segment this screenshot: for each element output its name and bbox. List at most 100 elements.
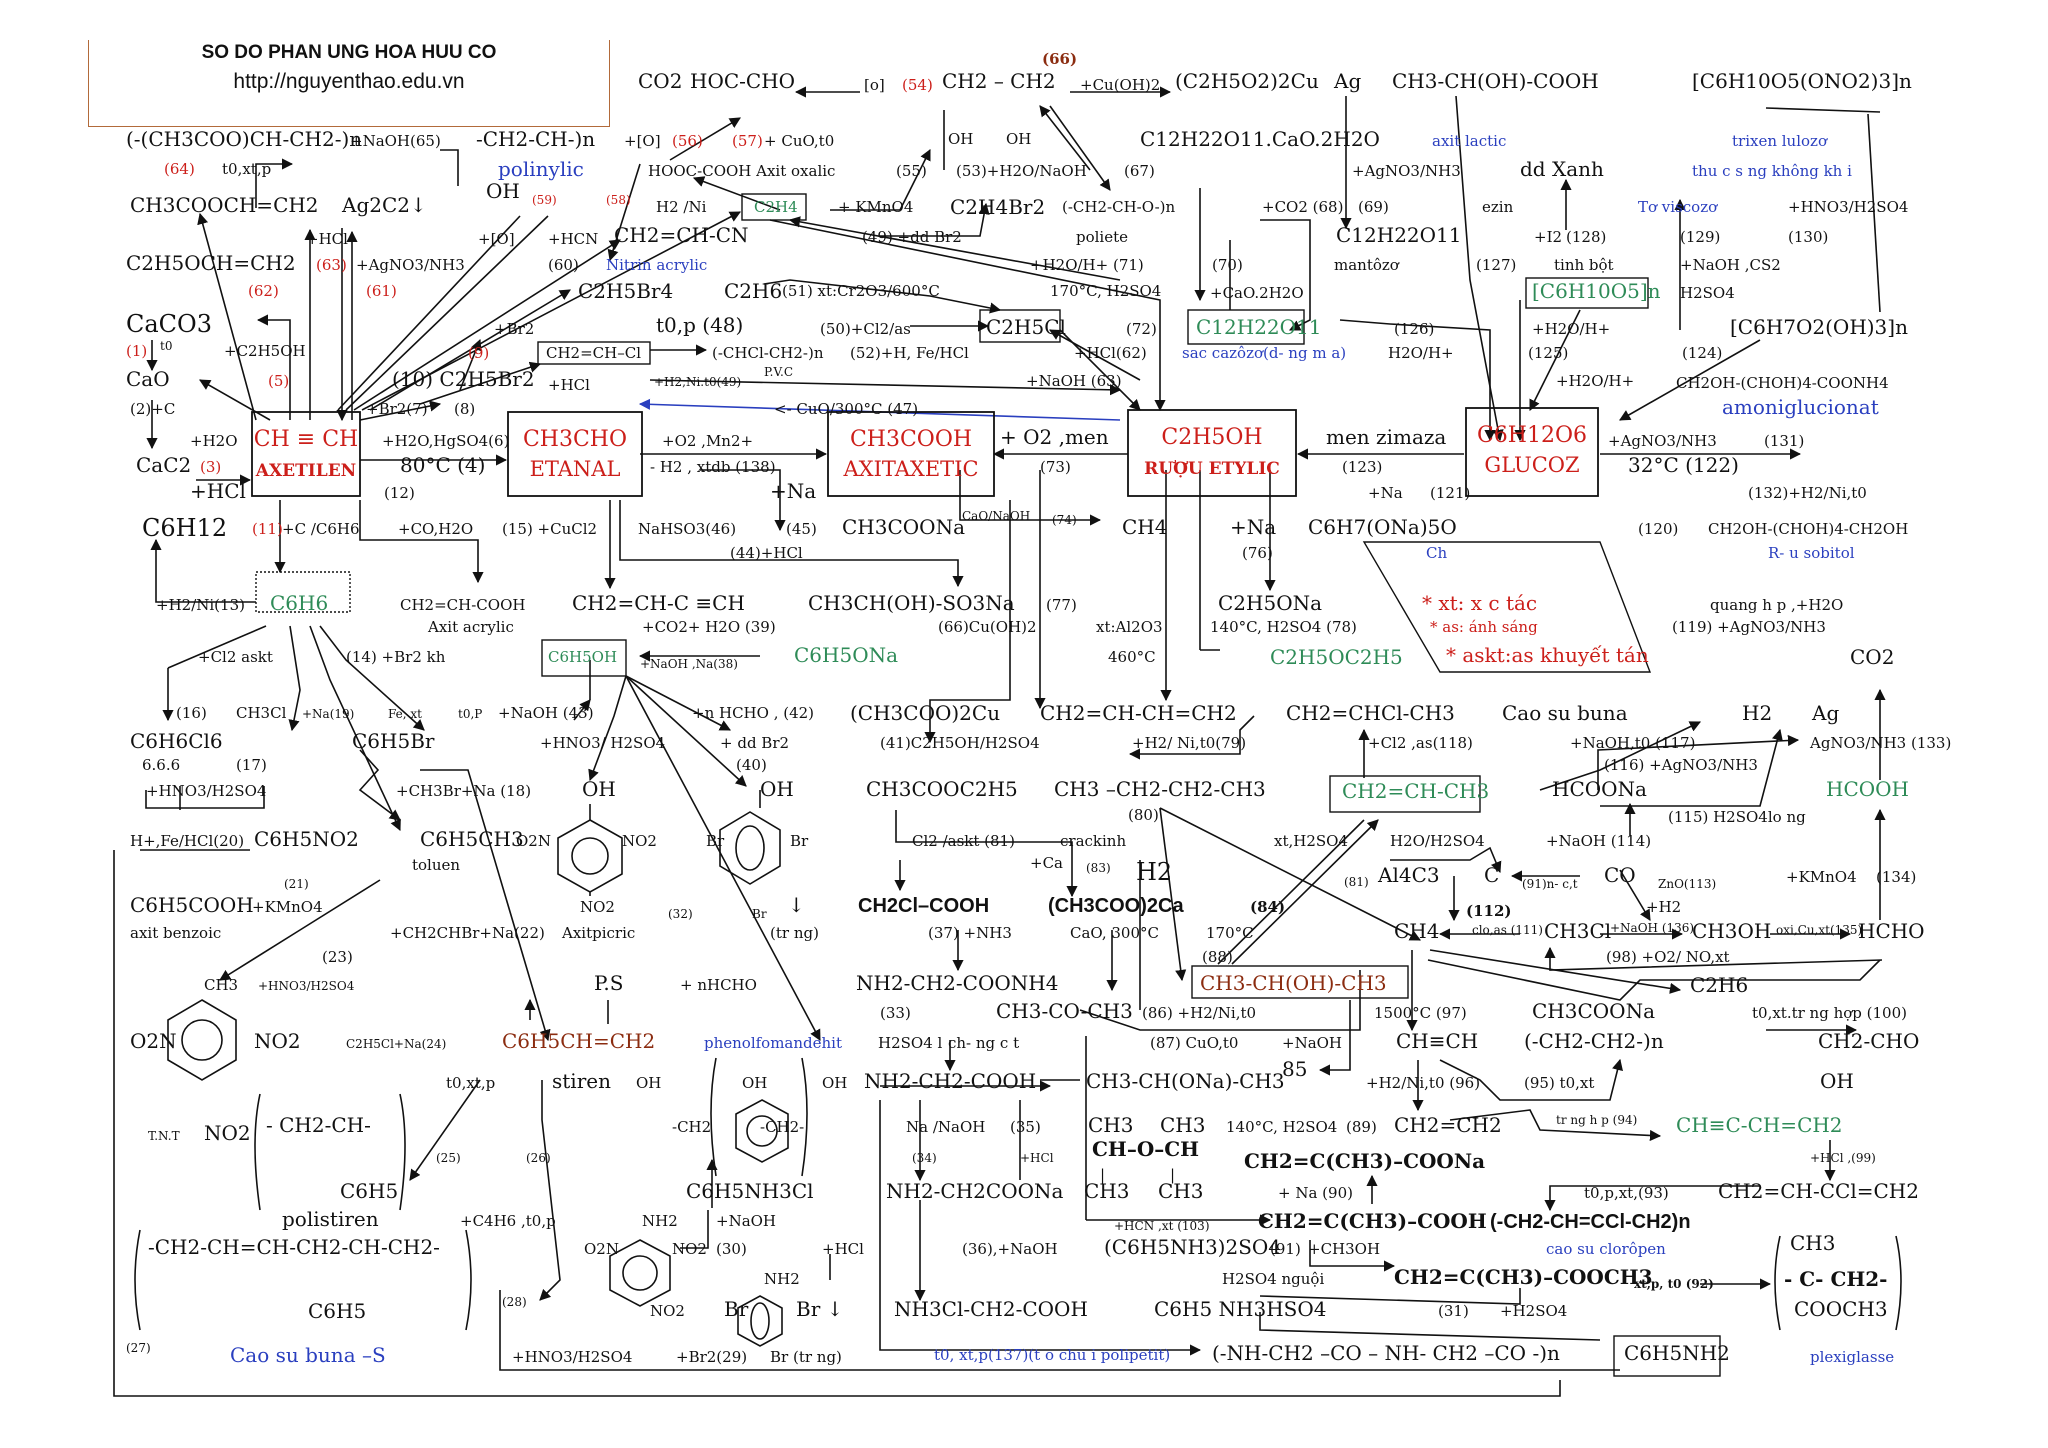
label-357: xt,p, t0 (92) (1634, 1277, 1714, 1291)
main-formula-etanal: CH3CHO (523, 427, 627, 452)
label-88: [C6H7O2(OH)3]n (1730, 315, 1908, 339)
label-192: C6H6Cl6 (130, 729, 223, 753)
label-251: axit benzoic (130, 924, 221, 942)
label-181: +Na(19) (302, 707, 354, 721)
label-64: +H2O/H+ (71) (1030, 256, 1144, 274)
label-217: C6H5NO2 (254, 827, 359, 851)
main-name-ruou: RƯỢU ETYLIC (1144, 459, 1280, 479)
header-url[interactable]: http://nguyenthao.edu.vn (233, 70, 465, 93)
label-199: +NaOH,t0 (117) (1570, 734, 1695, 752)
label-149: CH2OH-(CHOH)4-CH2OH (1708, 520, 1908, 538)
label-162: quang h p ,+H2O (1710, 596, 1843, 614)
label-67: (127) (1476, 256, 1516, 274)
label-200: AgNO3/NH3 (133) (1809, 734, 1951, 752)
label-316: CH≡C-CH=CH2 (1676, 1113, 1843, 1137)
label-326: | (1100, 1166, 1105, 1184)
label-39: C2H4 (754, 198, 798, 216)
label-176: C2H5OC2H5 (1270, 645, 1403, 669)
label-255: (37) +NH3 (928, 924, 1012, 942)
label-283: NO2 (254, 1029, 301, 1053)
label-4: CH2 – CH2 (942, 69, 1056, 93)
label-23: (64) (164, 160, 195, 178)
label-17: +NaOH(65) (350, 132, 441, 150)
label-202: (17) (236, 756, 267, 774)
label-241: C6H5COOH (130, 893, 254, 917)
label-74: (51) xt:Cr2O3/600°C (782, 282, 940, 300)
label-114: amoniglucionat (1722, 395, 1879, 419)
propylene-box (1329, 775, 1481, 813)
label-127: (123) (1342, 458, 1382, 476)
label-164: +CO2+ H2O (39) (642, 618, 776, 636)
label-281: t0,xt.tr ng hợp (100) (1752, 1004, 1907, 1022)
label-73: C2H6 (724, 279, 782, 303)
label-15: trixen lulozơ (1732, 132, 1828, 150)
label-286: phenolfomandehit (704, 1034, 842, 1052)
label-266: (23) (322, 948, 353, 966)
label-112: (8) (454, 400, 475, 418)
label-34: CH3COOCH=CH2 (130, 193, 319, 217)
label-313: (89) (1346, 1118, 1377, 1136)
label-277: CH3-CO-CH3 (996, 999, 1133, 1023)
label-298: OH (742, 1074, 767, 1092)
label-247: CH2Cl–COOH (858, 895, 989, 917)
label-252: +CH2CHBr+Na(22) (390, 924, 545, 942)
label-256: CaO, 300°C (1070, 924, 1159, 942)
label-230: (83) (1086, 861, 1111, 875)
label-77: [C6H10O5]n (1532, 279, 1661, 303)
label-290: +NaOH (1282, 1034, 1342, 1052)
label-165: (66)Cu(OH)2 (938, 618, 1037, 636)
label-62: (60) (548, 256, 579, 274)
label-42: (-CH2-CH-O-)n (1062, 198, 1175, 216)
label-131: +Na (770, 479, 816, 503)
label-93: CH2=CH–Cl (546, 344, 641, 362)
label-136: (11) (252, 520, 283, 538)
label-188: CH2=CHCl-CH3 (1286, 701, 1455, 725)
label-193: C6H5Br (352, 729, 435, 753)
label-268: (98) +O2/ NO,xt (1606, 948, 1730, 966)
box-ruou (1127, 409, 1297, 497)
label-261: CH3Cl (1544, 919, 1611, 943)
label-46: Tơ viscozơ (1638, 198, 1718, 216)
label-100: (124) (1682, 344, 1722, 362)
label-243: NO2 (580, 898, 615, 916)
auxiliary-boxes (255, 193, 1721, 1377)
label-95: (52)+H, Fe/HCl (850, 344, 969, 362)
label-360: C6H5 (308, 1299, 366, 1323)
label-270: +HNO3/H2SO4 (258, 979, 355, 993)
label-24: t0,xt,p (222, 160, 271, 178)
label-75: 170°C, H2SO4 (1050, 282, 1161, 300)
label-122: CaC2 (136, 453, 191, 477)
label-76: +CaO.2H2O (1210, 284, 1304, 302)
label-41: C2H4Br2 (950, 195, 1045, 219)
label-229: +Ca (1030, 854, 1063, 872)
label-108: +H2O/H+ (1556, 372, 1634, 390)
main-formula-axitaxetic: CH3COOH (850, 427, 972, 452)
label-273: NH2-CH2-COONH4 (856, 971, 1058, 995)
label-282: O2N (130, 1029, 177, 1053)
label-173: +NaOH ,Na(38) (640, 657, 738, 671)
label-44: (69) (1358, 198, 1389, 216)
label-285: C6H5CH=CH2 (502, 1029, 655, 1053)
label-118: + O2 ,men (1000, 425, 1109, 449)
label-26: OH (486, 179, 520, 203)
label-362: Br (724, 1297, 749, 1321)
label-332: CH3 (1158, 1179, 1203, 1203)
label-249: (84) (1250, 898, 1285, 916)
label-248: (CH3COO)2Ca (1048, 895, 1184, 917)
label-186: (CH3COO)2Cu (850, 701, 1000, 725)
label-340: +HCN ,xt (103) (1114, 1219, 1210, 1233)
label-160: C2H5ONa (1218, 591, 1322, 615)
label-187: CH2=CH-CH=CH2 (1040, 701, 1237, 725)
label-116: +H2O,HgSO4(6) (382, 432, 509, 450)
label-253: Axitpicric (561, 924, 635, 942)
label-5: (66) (1042, 50, 1077, 68)
label-315: tr ng h p (94) (1556, 1113, 1637, 1127)
label-113: <- CuO/300°C (47) (774, 400, 918, 418)
label-361: NO2 (650, 1302, 685, 1320)
label-60: C2H5OCH=CH2 (126, 251, 296, 275)
label-135: C6H12 (142, 514, 227, 542)
label-144: (74) (1052, 513, 1077, 527)
label-47: +HNO3/H2SO4 (1788, 198, 1908, 216)
